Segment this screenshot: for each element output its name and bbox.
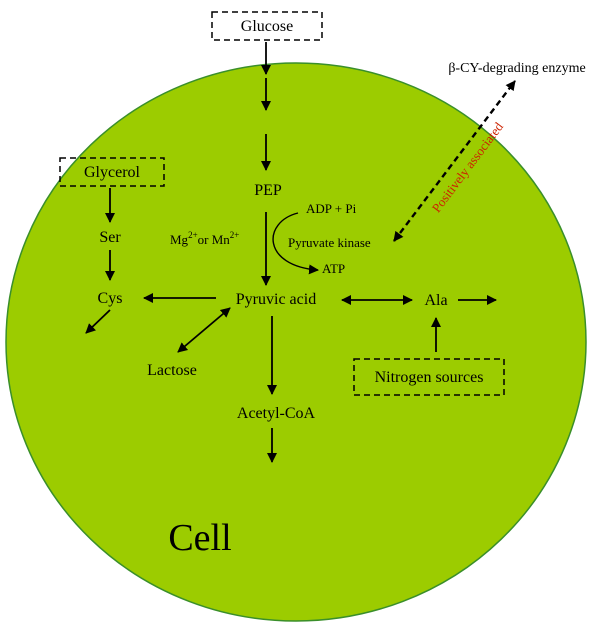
cofactor-mg-charge: 2+ — [188, 230, 198, 240]
lactose-label: Lactose — [147, 362, 197, 379]
enzyme-label: β-CY-degrading enzyme — [448, 61, 585, 76]
arrow-pyruvate-lactose — [177, 307, 231, 353]
ser-label: Ser — [99, 229, 121, 246]
atp-label: ATP — [322, 261, 345, 276]
cofactor-mg: Mg — [170, 232, 189, 247]
glycerol-label: Glycerol — [84, 164, 141, 181]
adp-pi-label: ADP + Pi — [306, 201, 357, 216]
nitrogen-sources-label: Nitrogen sources — [375, 369, 484, 386]
cell-ellipse — [5, 62, 587, 622]
pyruvate-kinase-arc — [272, 212, 319, 275]
ala-label: Ala — [424, 292, 447, 309]
pep-label: PEP — [254, 182, 282, 199]
cofactor-mn-charge: 2+ — [230, 230, 240, 240]
pyruvic-acid-label: Pyruvic acid — [236, 291, 316, 308]
cys-label: Cys — [98, 290, 123, 307]
acetyl-coa-label: Acetyl-CoA — [237, 405, 316, 422]
cofactor-label: Mg2+or Mn2+ — [170, 230, 239, 247]
glucose-box — [211, 11, 323, 41]
glucose-label: Glucose — [241, 18, 293, 35]
cofactor-or-mn: or Mn — [198, 232, 231, 247]
nitrogen-sources-box — [353, 358, 505, 396]
arrow-positive-association — [393, 80, 516, 242]
cell-label: Cell — [168, 517, 231, 559]
pyruvate-kinase-label: Pyruvate kinase — [288, 235, 371, 250]
arrow-cys-out — [85, 309, 111, 334]
glycerol-box — [59, 157, 165, 187]
